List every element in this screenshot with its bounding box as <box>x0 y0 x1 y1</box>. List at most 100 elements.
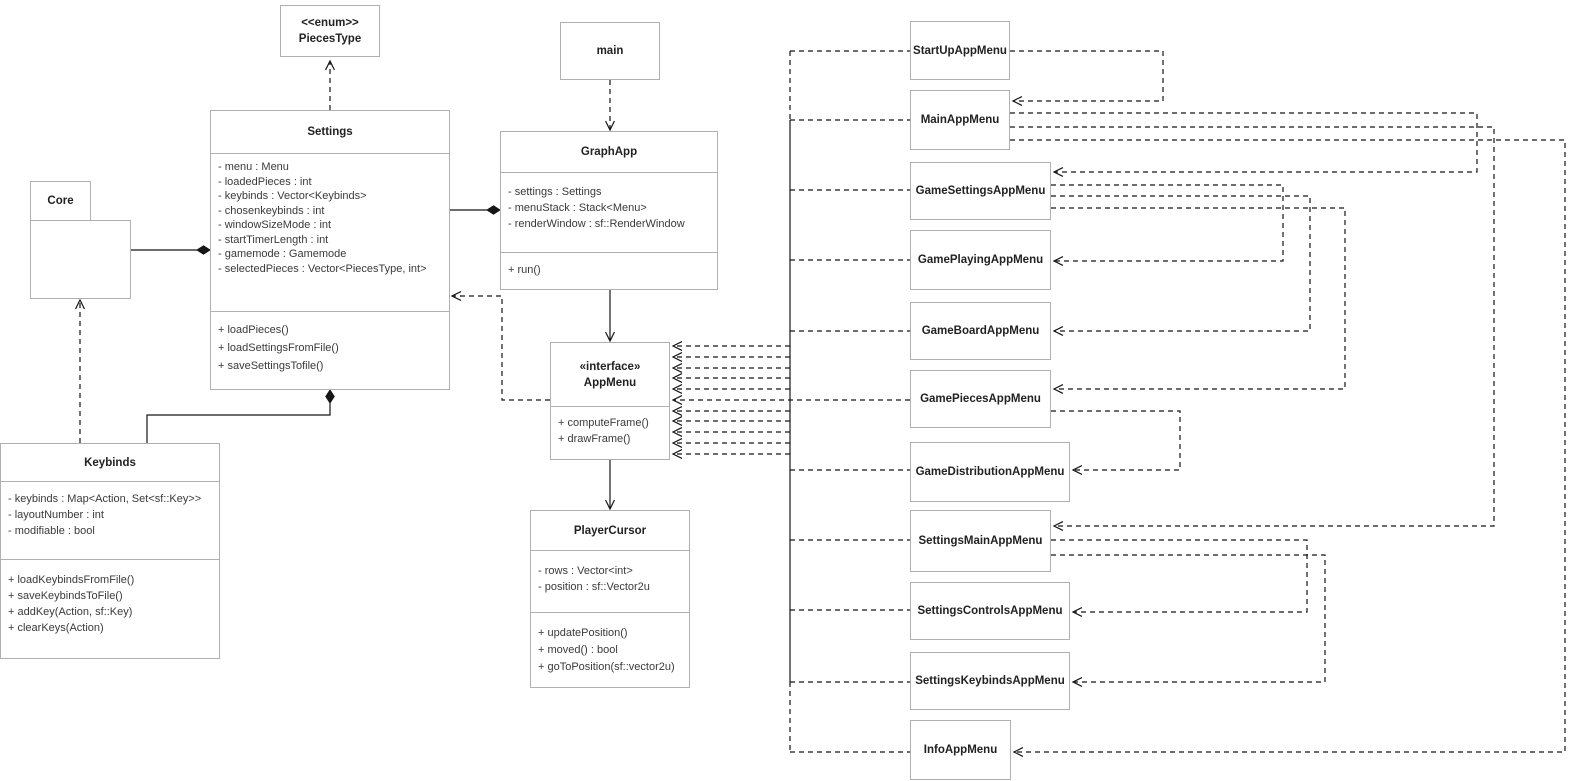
class-Settings-attributes: - menu : Menu - loadedPieces : int - keybi… <box>211 153 449 311</box>
class-Keybinds[interactable]: Keybinds - keybinds : Map<Action, Set<sf:… <box>0 443 220 659</box>
attribute-line: - rows : Vector<int> <box>538 565 633 577</box>
class-PlayerCursor-title: PlayerCursor <box>531 511 689 550</box>
connector-fan-appmenu-11 <box>671 449 790 459</box>
package-Core-tab[interactable]: Core <box>30 181 91 221</box>
package-Core-body[interactable] <box>30 220 131 299</box>
class-GraphApp-methods: + run() <box>501 252 717 289</box>
connector-settingsmain-to-settingscontrols <box>1051 539 1308 617</box>
class-Keybinds-attributes: - keybinds : Map<Action, Set<sf::Key>>- … <box>1 481 219 559</box>
class-PiecesType-label: PiecesType <box>298 33 362 45</box>
attribute-line: - modifiable : bool <box>8 525 95 537</box>
connector-fan-appmenu-10 <box>671 438 790 448</box>
connector-fan-appmenu-gamepieces <box>671 395 910 405</box>
class-GameBoardAppMenu[interactable]: GameBoardAppMenu <box>910 302 1051 360</box>
class-SettingsKeybindsAppMenu[interactable]: SettingsKeybindsAppMenu <box>910 652 1070 710</box>
class-PlayerCursor[interactable]: PlayerCursor- rows : Vector<int>- positi… <box>530 510 690 688</box>
class-GameSettingsAppMenu-label: GameSettingsAppMenu <box>915 185 1046 197</box>
class-Keybinds-title: Keybinds <box>1 444 219 481</box>
attribute-line: - position : sf::Vector2u <box>538 581 650 593</box>
connector-core-settings-composition <box>131 245 211 255</box>
class-GamePlayingAppMenu[interactable]: GamePlayingAppMenu <box>910 230 1051 290</box>
connector-fan-appmenu-2 <box>671 352 790 362</box>
attribute-line: - gamemode : Gamemode <box>218 248 347 260</box>
class-StartUpAppMenu-label: StartUpAppMenu <box>913 44 1007 57</box>
attribute-line: - settings : Settings <box>508 186 602 198</box>
attribute-line: - renderWindow : sf::RenderWindow <box>508 218 685 230</box>
class-AppMenu[interactable]: «interface»AppMenu+ computeFrame()+ draw… <box>550 342 670 460</box>
class-MainAppMenu[interactable]: MainAppMenu <box>910 90 1010 150</box>
class-PiecesType-label: <<enum>> <box>301 17 359 29</box>
attribute-line: - startTimerLength : int <box>218 233 329 246</box>
class-PiecesType[interactable]: <<enum>> PiecesType <box>280 5 380 57</box>
class-SettingsControlsAppMenu-label: SettingsControlsAppMenu <box>917 605 1063 617</box>
connector-appmenu-to-playercursor <box>605 460 615 511</box>
class-Settings-title: Settings <box>211 111 449 153</box>
attribute-line: - layoutNumber : int <box>8 509 104 521</box>
class-Keybinds-methods: + loadKeybindsFromFile()+ saveKeybindsTo… <box>1 559 219 658</box>
connector-main-to-info <box>1010 139 1566 757</box>
class-PlayerCursor-name: PlayerCursor <box>573 524 647 537</box>
class-GamePiecesAppMenu[interactable]: GamePiecesAppMenu <box>910 370 1051 428</box>
method-line: + addKey(Action, sf::Key) <box>8 606 133 618</box>
method-line: + saveKeybindsToFile() <box>8 590 123 602</box>
connector-main-to-gamesettings <box>1010 112 1478 177</box>
class-PlayerCursor-methods: + updatePosition() + moved() : bool + goTo… <box>531 612 689 687</box>
connector-graphapp-to-appmenu <box>605 290 615 343</box>
method-line: + updatePosition() <box>538 627 628 639</box>
connector-gamesettings-to-gameboard <box>1051 195 1311 336</box>
class-StartUpAppMenu[interactable]: StartUpAppMenu <box>910 21 1010 80</box>
class-PlayerCursor-attributes: - rows : Vector<int>- position : sf::Vec… <box>531 550 689 612</box>
class-Keybinds-name: Keybinds <box>84 456 136 469</box>
connector-keybinds-settings-composition <box>146 389 335 443</box>
class-Settings-methods: + loadPieces()+ loadSettingsFromFile()+ … <box>211 311 449 389</box>
class-GraphApp[interactable]: GraphApp - settings : Settings - menuStack… <box>500 131 718 290</box>
connector-fan-appmenu-4 <box>671 373 790 383</box>
method-line: + goToPosition(sf::vector2u) <box>538 661 675 673</box>
class-GraphApp-title: GraphApp <box>501 132 717 172</box>
connector-settingsmain-to-settingskeybinds <box>1051 554 1326 687</box>
class-GameSettingsAppMenu[interactable]: GameSettingsAppMenu <box>910 162 1051 220</box>
class-main[interactable]: main <box>560 22 660 80</box>
method-line: + loadPieces() <box>218 324 289 336</box>
connector-gamesettings-to-gameplaying <box>1051 184 1284 266</box>
connector-fan-appmenu-8 <box>671 416 790 426</box>
class-Settings[interactable]: Settings - menu : Menu - loadedPieces : in… <box>210 110 450 390</box>
connector-appmenu-to-settings <box>450 291 550 401</box>
attribute-line: - loadedPieces : int <box>218 175 312 188</box>
attribute-line: - keybinds : Map<Action, Set<sf::Key>> <box>8 493 202 505</box>
attribute-line: - selectedPieces : Vector<PiecesType, in… <box>218 262 427 275</box>
class-SettingsKeybindsAppMenu-label: SettingsKeybindsAppMenu <box>915 675 1065 687</box>
class-GraphApp-attributes: - settings : Settings - menuStack : Stack… <box>501 172 717 252</box>
class-Settings-name: Settings <box>307 126 353 138</box>
method-line: + moved() : bool <box>538 644 618 656</box>
class-SettingsControlsAppMenu[interactable]: SettingsControlsAppMenu <box>910 582 1070 640</box>
attribute-line: - keybinds : Vector<Keybinds> <box>218 190 367 202</box>
method-line: + drawFrame() <box>558 433 631 445</box>
attribute-line: - menuStack : Stack<Menu> <box>508 202 647 214</box>
class-MainAppMenu-label: MainAppMenu <box>920 114 1000 126</box>
class-SettingsMainAppMenu[interactable]: SettingsMainAppMenu <box>910 510 1051 572</box>
connector-fan-appmenu-1 <box>671 341 790 351</box>
connector-gamepieces-to-gamedistribution <box>1051 410 1181 475</box>
connector-settings-to-piecestype <box>325 59 335 110</box>
connector-main-to-graphapp <box>605 80 615 132</box>
class-GamePlayingAppMenu-label: GamePlayingAppMenu <box>917 254 1044 266</box>
method-line: + clearKeys(Action) <box>8 622 104 634</box>
class-InfoAppMenu-label: InfoAppMenu <box>923 744 998 756</box>
method-line: + loadSettingsFromFile() <box>218 342 339 354</box>
class-AppMenu-name: AppMenu <box>583 376 637 389</box>
class-AppMenu-methods: + computeFrame()+ drawFrame() <box>551 406 669 459</box>
class-GameDistributionAppMenu[interactable]: GameDistributionAppMenu <box>910 442 1070 502</box>
class-InfoAppMenu[interactable]: InfoAppMenu <box>910 720 1011 780</box>
class-AppMenu-title: «interface»AppMenu <box>551 343 669 406</box>
connector-fan-appmenu-3 <box>671 363 790 373</box>
connector-startup-to-main <box>1010 50 1164 106</box>
attribute-line: - menu : Menu <box>218 161 289 173</box>
class-GamePiecesAppMenu-label: GamePiecesAppMenu <box>920 393 1041 405</box>
connector-main-to-settingsmain <box>1010 126 1495 531</box>
class-GraphApp-name: GraphApp <box>580 146 638 158</box>
connector-fan-appmenu-9 <box>671 427 790 437</box>
connector-settings-graphapp-composition <box>450 205 501 215</box>
